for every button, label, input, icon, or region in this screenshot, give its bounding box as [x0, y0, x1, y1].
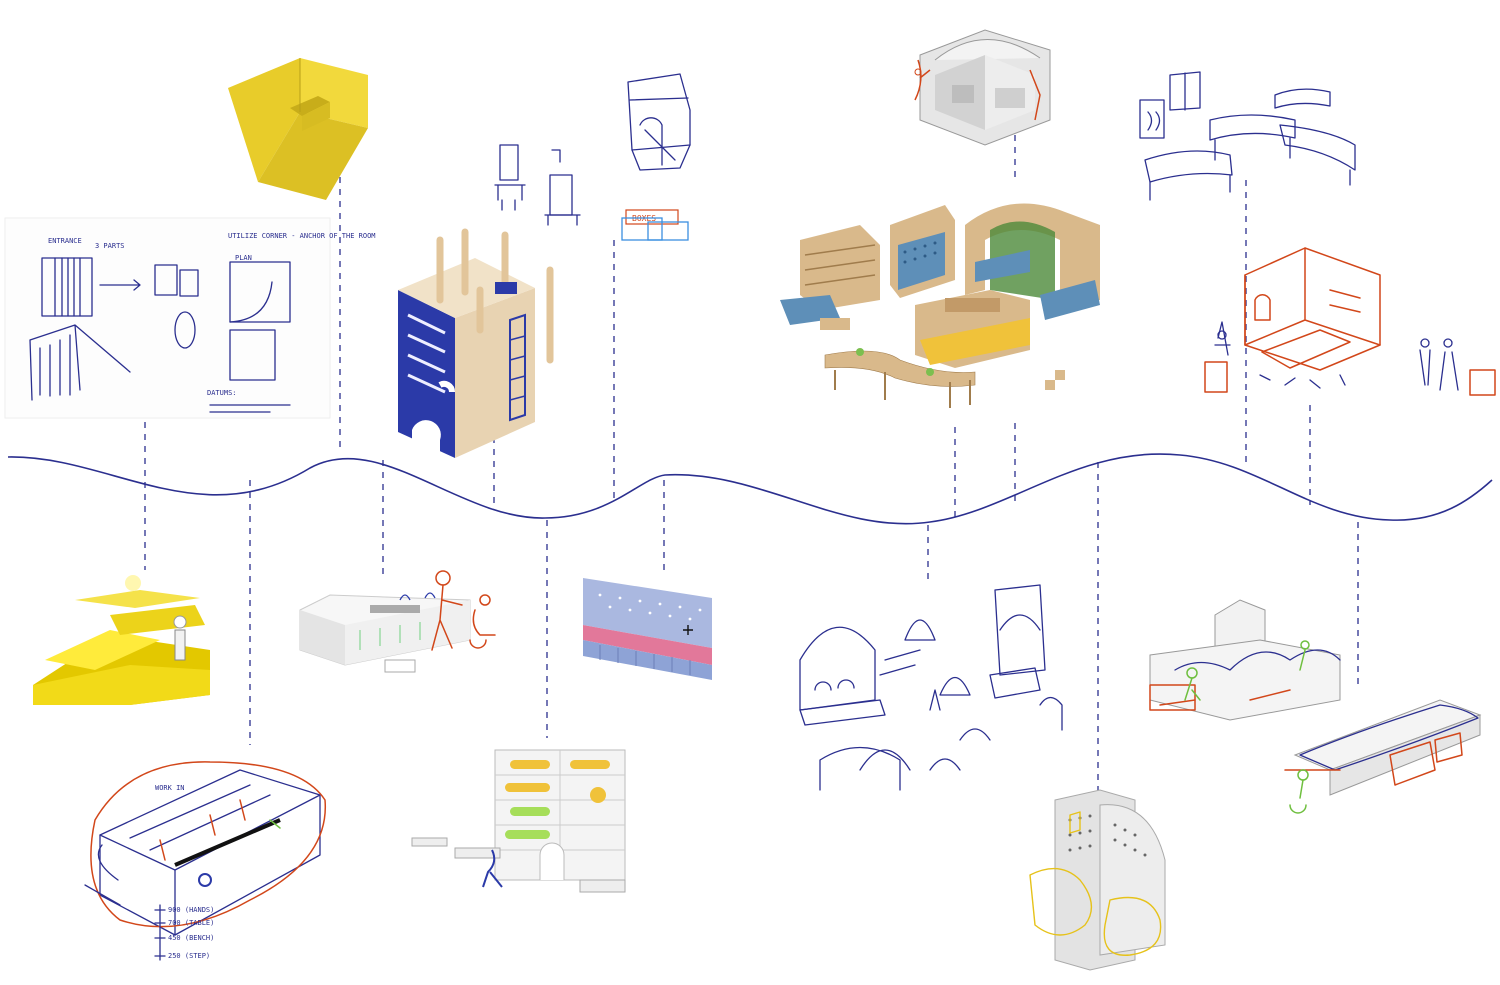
- long-counter-sketch: [1284, 699, 1482, 814]
- dim-250-label: 250 (STEP): [168, 952, 210, 960]
- yellow-step-seating-model: [33, 575, 210, 705]
- chair-sketches: [494, 144, 581, 226]
- dim-900-label: 900 (HANDS): [168, 906, 214, 914]
- kitchen-island-sketch: [1149, 599, 1341, 721]
- curved-seating-sketch: [1139, 71, 1356, 201]
- boxes-sketch: BOXES: [621, 73, 691, 241]
- kitchen-counter-model: [299, 570, 496, 673]
- blue-pegboard-model: [583, 578, 712, 680]
- wooden-models-photo: [760, 178, 1110, 423]
- dim-450-label: 450 (BENCH): [168, 934, 214, 942]
- plan-label: PLAN: [235, 254, 252, 262]
- arch-nook-sketches: [799, 584, 1063, 791]
- dim-700-label: 700 (TABLE): [168, 919, 214, 927]
- datums-label: DATUMS:: [207, 389, 237, 397]
- orange-room-sketch: [1204, 247, 1496, 396]
- bookshelf-model: [411, 749, 626, 893]
- room-heading-note: UTILIZE CORNER - ANCHOR OF THE ROOM: [228, 232, 376, 240]
- perforated-wall-model: [1029, 789, 1166, 971]
- yellow-corner-model: [228, 58, 368, 200]
- entrance-label: ENTRANCE: [48, 237, 82, 245]
- grey-cutaway-room: [914, 29, 1051, 146]
- parts-label: 3 PARTS: [95, 242, 125, 250]
- navy-bunk-model: [398, 228, 554, 458]
- timeline-wave: [7, 453, 1493, 525]
- entrance-plan-sketch: ENTRANCE 3 PARTS UTILIZE CORNER - ANCHOR…: [4, 217, 376, 419]
- workbench-sketch: WORK IN 900 (HANDS) 700 (TABLE) 450 (BEN…: [84, 761, 326, 961]
- work-label: WORK IN: [155, 784, 185, 792]
